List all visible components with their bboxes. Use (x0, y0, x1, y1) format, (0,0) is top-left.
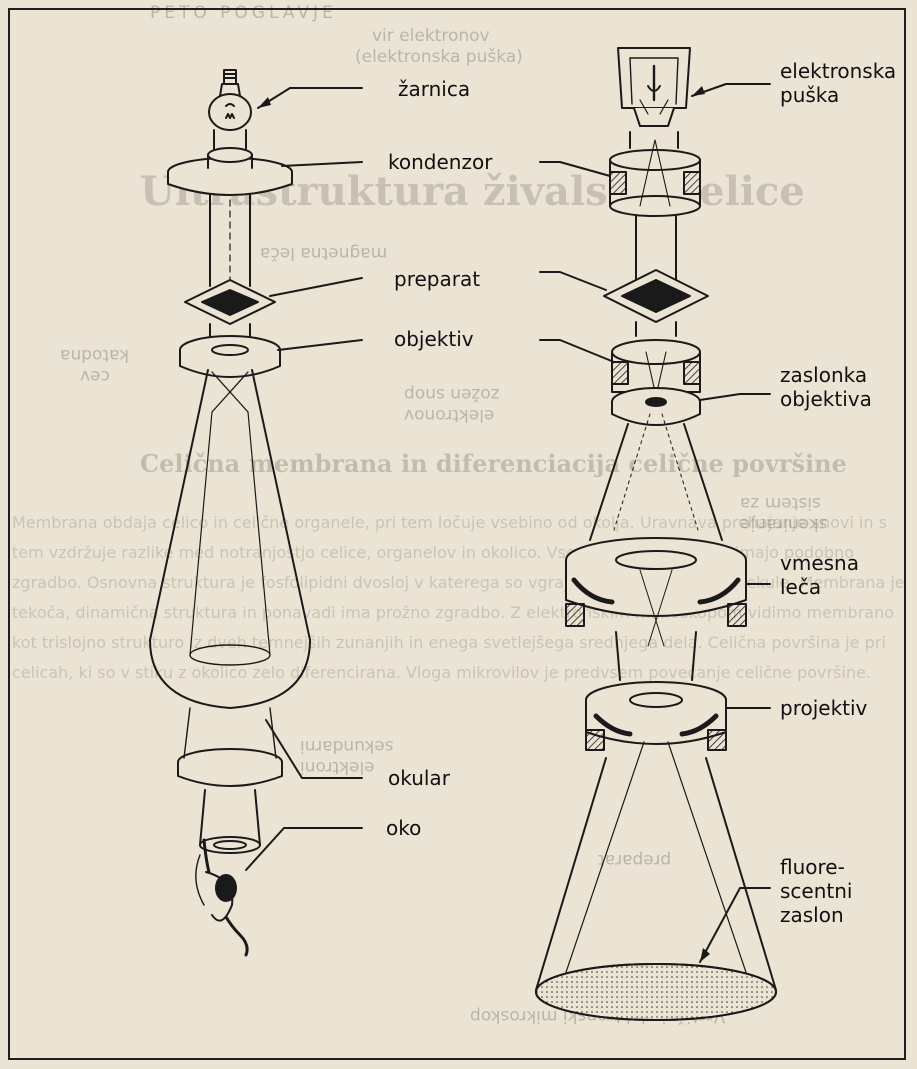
label-kondenzor: kondenzor (388, 151, 492, 174)
em-condenser-coil (610, 132, 700, 216)
label-objektiv: objektiv (394, 328, 474, 351)
label-elektronska-puska-1: elektronska (780, 60, 896, 83)
light-microscope (150, 70, 362, 955)
leader-zarnica (258, 88, 362, 108)
label-fluorescentni-3: zaslon (780, 904, 844, 927)
fluorescent-screen (536, 964, 776, 1020)
label-elektronska-puska-2: puška (780, 84, 839, 107)
label-fluorescentni-1: fluore- (780, 856, 845, 879)
projector-lens (586, 682, 726, 750)
label-vmesna-1: vmesna (780, 552, 859, 575)
label-zarnica: žarnica (398, 78, 470, 101)
label-preparat: preparat (394, 268, 480, 291)
eyepiece-lens (178, 708, 282, 853)
objective-aperture (612, 388, 700, 425)
em-specimen-slide (604, 270, 708, 322)
microscope-tube (150, 370, 310, 708)
eye-icon (196, 840, 247, 955)
objective-lens (180, 324, 280, 377)
electron-gun-icon (618, 48, 690, 126)
condenser-lens (168, 148, 292, 195)
bulb-icon (209, 70, 251, 130)
label-oko: oko (386, 817, 421, 840)
specimen-slide (185, 280, 275, 324)
label-fluorescentni-2: scentni (780, 880, 852, 903)
label-projektiv: projektiv (780, 697, 867, 720)
em-objective-coil (612, 322, 700, 396)
label-zaslonka-1: zaslonka (780, 364, 867, 387)
label-vmesna-2: leča (780, 576, 821, 599)
electron-microscope (536, 48, 776, 1020)
label-okular: okular (388, 767, 450, 790)
label-zaslonka-2: objektiva (780, 388, 872, 411)
intermediate-lens (566, 538, 746, 626)
